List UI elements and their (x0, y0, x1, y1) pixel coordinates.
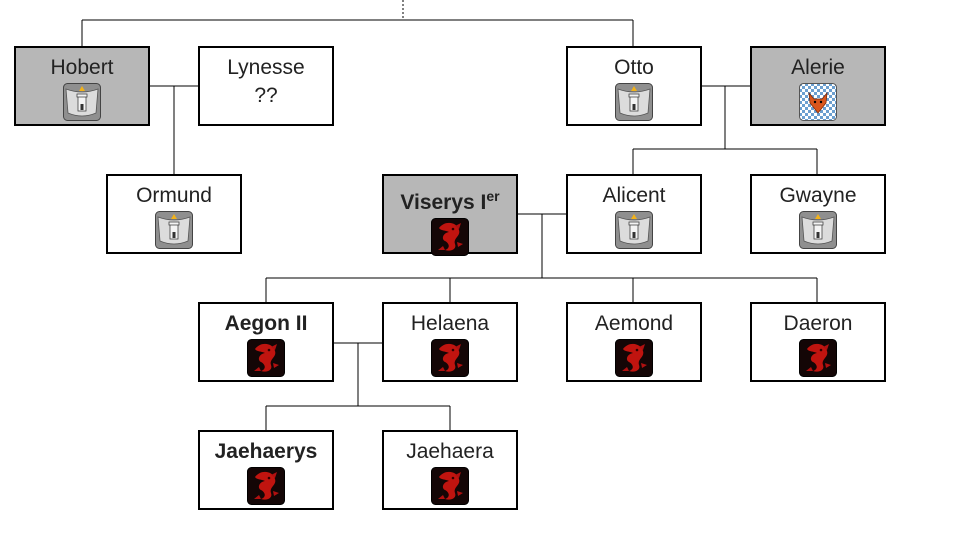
person-box-jaehaerys: Jaehaerys (198, 430, 334, 510)
person-box-gwayne: Gwayne (750, 174, 886, 254)
person-name: Daeron (783, 312, 853, 335)
unknown-marker: ?? (254, 84, 278, 107)
hightower-shield-icon (799, 211, 837, 249)
fox-shield-icon (799, 83, 837, 121)
targaryen-dragon-icon (247, 339, 285, 377)
targaryen-dragon-icon (615, 339, 653, 377)
targaryen-dragon-icon (799, 339, 837, 377)
person-name: Jaehaerys (214, 440, 318, 463)
person-box-alerie: Alerie (750, 46, 886, 126)
targaryen-dragon-icon (431, 467, 469, 505)
hightower-shield-icon (155, 211, 193, 249)
person-name: Alerie (791, 56, 845, 79)
person-name: Ormund (136, 184, 212, 207)
hightower-shield-icon (615, 83, 653, 121)
person-name: Aegon II (224, 312, 308, 335)
person-name: Lynesse (227, 56, 305, 79)
person-box-hobert: Hobert (14, 46, 150, 126)
hightower-shield-icon (615, 211, 653, 249)
person-name: Viserys Ier (400, 188, 500, 214)
person-name: Helaena (410, 312, 490, 335)
person-name: Alicent (602, 184, 666, 207)
targaryen-dragon-icon (247, 467, 285, 505)
person-box-daeron: Daeron (750, 302, 886, 382)
person-name: Otto (614, 56, 654, 79)
hightower-shield-icon (63, 83, 101, 121)
person-box-viserys: Viserys Ier (382, 174, 518, 254)
person-name: Gwayne (779, 184, 857, 207)
person-box-jaehaera: Jaehaera (382, 430, 518, 510)
person-box-otto: Otto (566, 46, 702, 126)
targaryen-dragon-icon (431, 339, 469, 377)
person-name: Aemond (594, 312, 674, 335)
name-suffix: er (486, 188, 500, 204)
person-box-lynesse: Lynesse?? (198, 46, 334, 126)
targaryen-dragon-icon (431, 218, 469, 256)
person-box-aemond: Aemond (566, 302, 702, 382)
person-box-alicent: Alicent (566, 174, 702, 254)
person-box-aegon: Aegon II (198, 302, 334, 382)
person-box-helaena: Helaena (382, 302, 518, 382)
person-name: Hobert (50, 56, 114, 79)
person-box-ormund: Ormund (106, 174, 242, 254)
person-name: Jaehaera (406, 440, 494, 463)
